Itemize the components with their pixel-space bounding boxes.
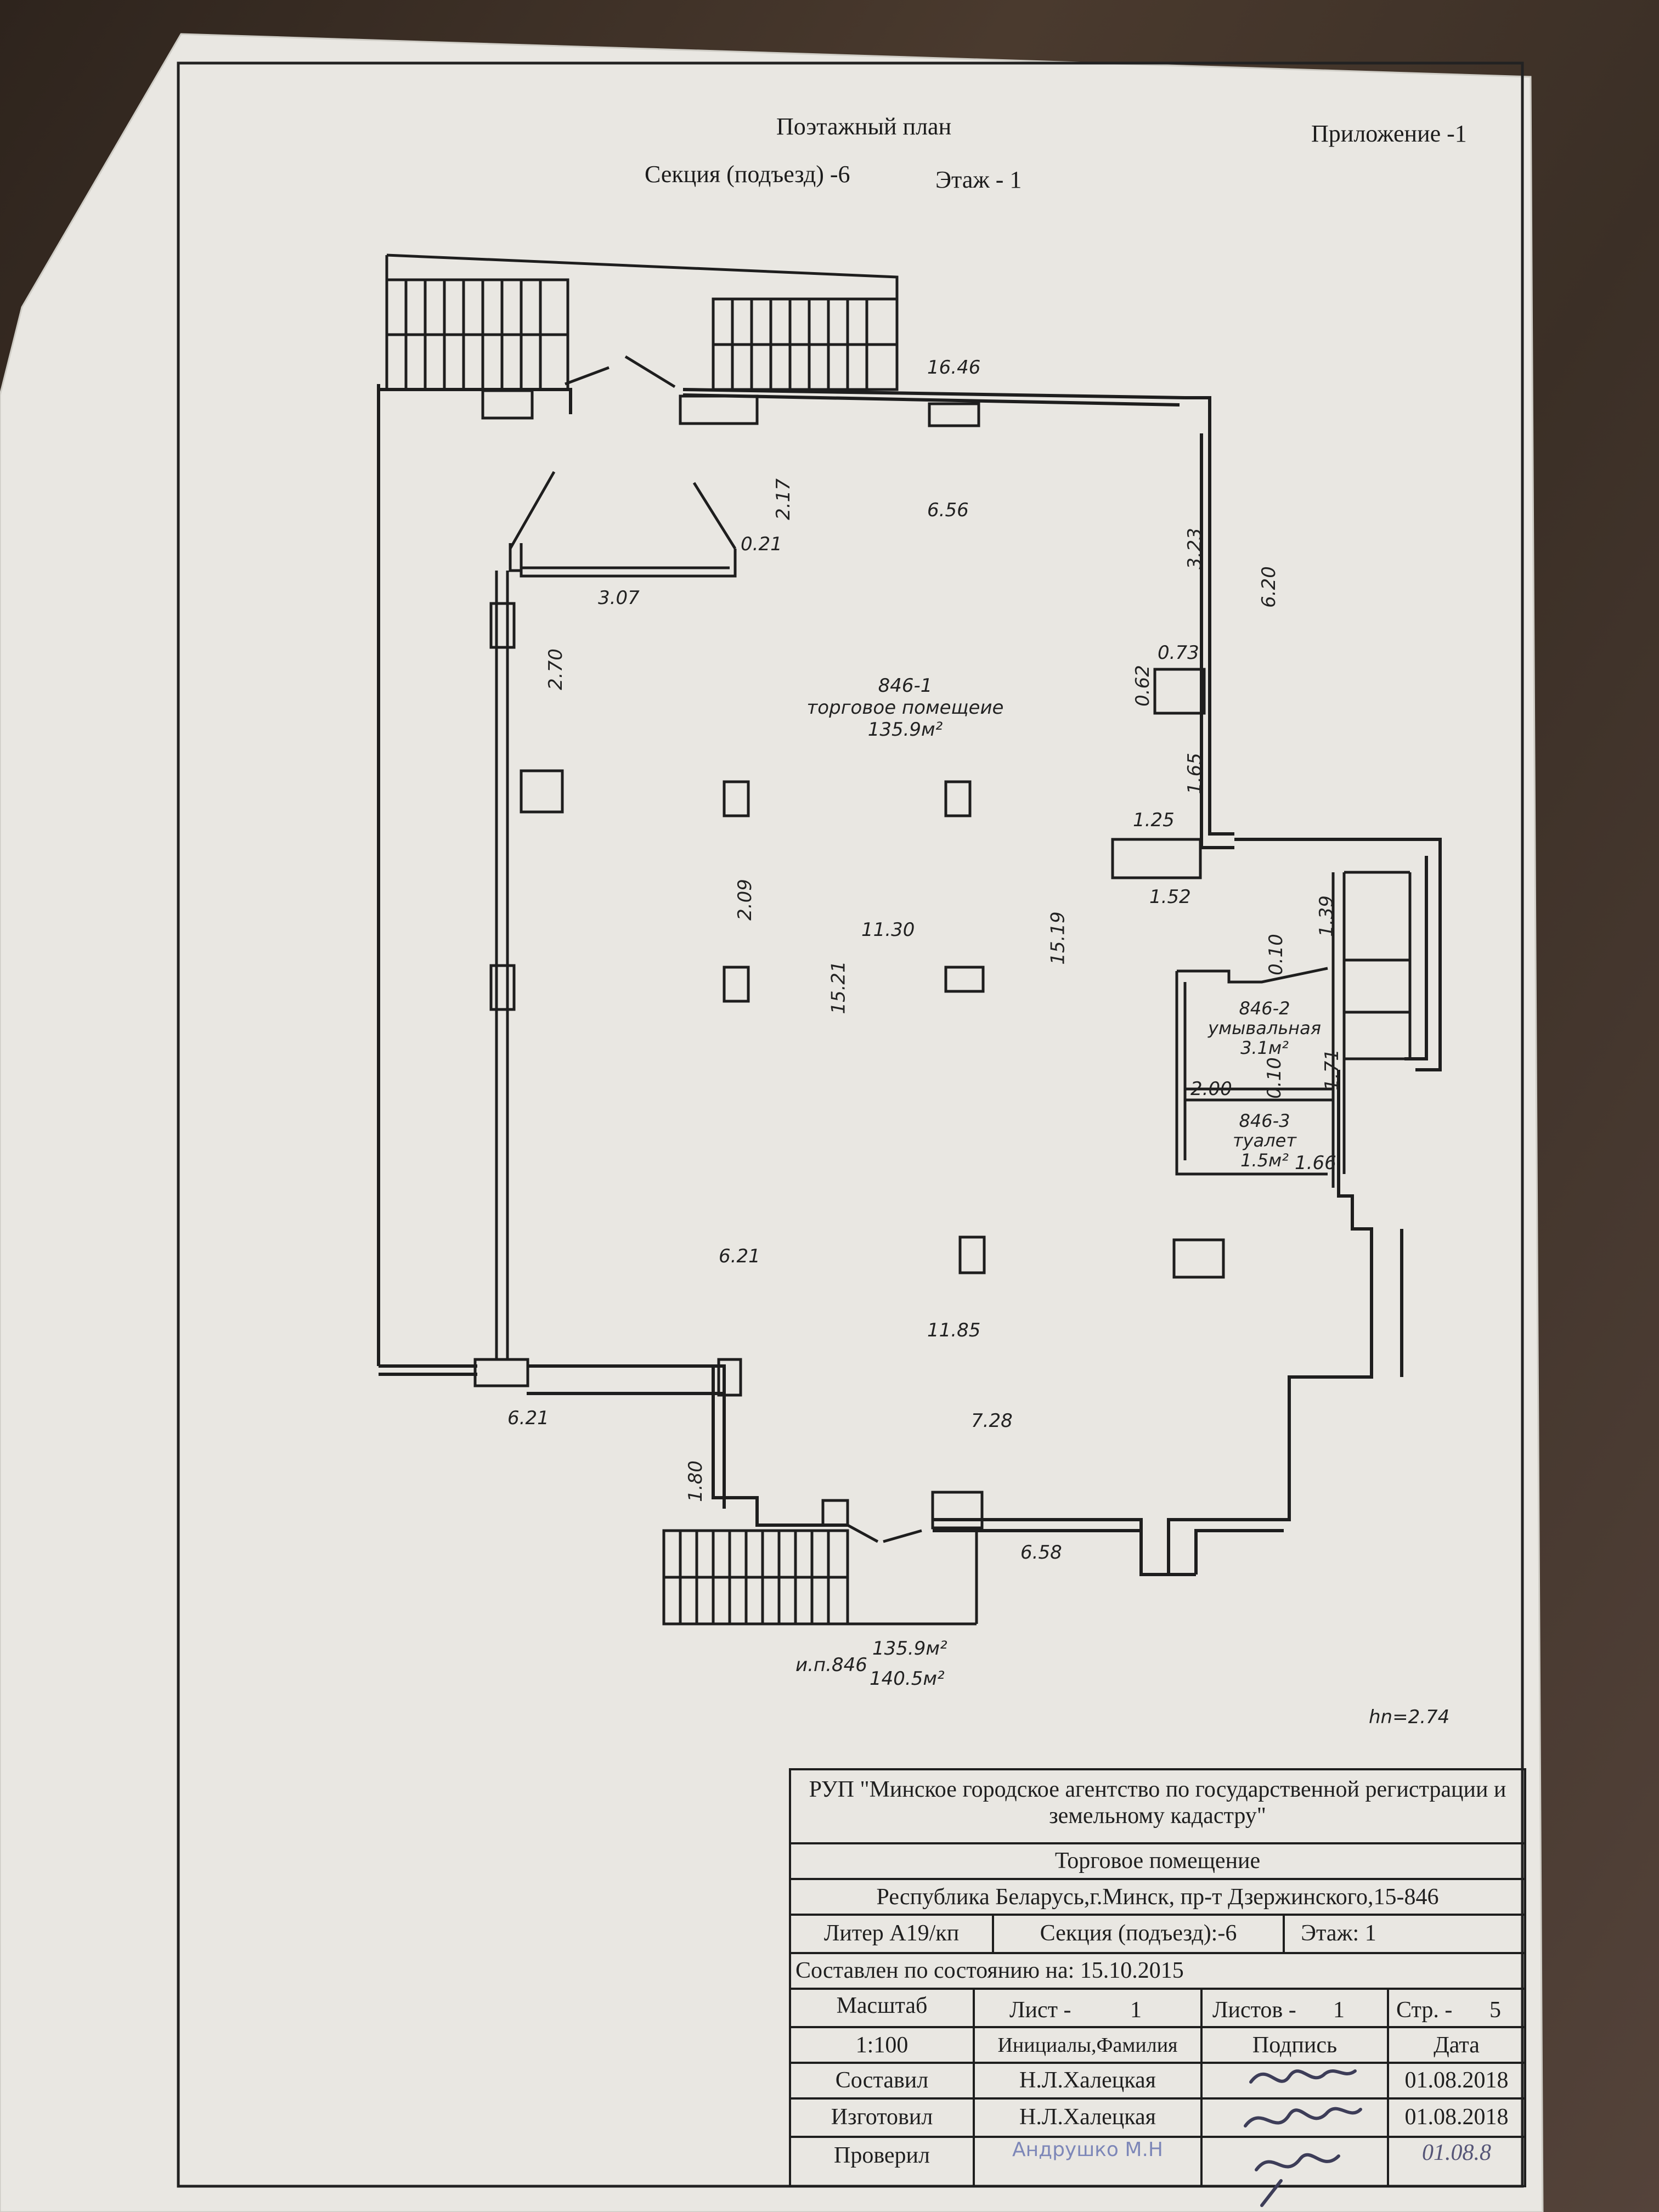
stair-top-left — [385, 278, 569, 391]
outer-walls — [377, 384, 1442, 1576]
room-846-1-code: 846-1 — [878, 675, 933, 697]
room-846-1-label: 846-1 торговое помещеие 135.9м² — [795, 675, 1015, 741]
row-compiled-date: 01.08.2018 — [1404, 2068, 1509, 2093]
dim-0-10-bottom: 0.10 — [1263, 1057, 1285, 1099]
title-block-grid — [789, 1768, 1526, 2187]
title-block-section: Секция (подъезд):-6 — [1040, 1921, 1237, 1946]
title-block-scale-value: 1:100 — [855, 2033, 909, 2058]
dim-16-46: 16.46 — [927, 357, 981, 379]
row-checked-name-stamp: Андрушко М.Н — [1012, 2138, 1163, 2161]
title-block-sheet-label: Лист - — [1009, 1997, 1071, 2023]
room-846-2-code: 846-2 — [1239, 998, 1290, 1019]
title-block-sheets-label: Листов - — [1212, 1997, 1296, 2023]
title-block-address: Республика Беларусь,г.Минск, пр-т Дзержи… — [876, 1884, 1439, 1910]
dim-15-21: 15.21 — [827, 961, 850, 1014]
row-checked-role: Проверил — [834, 2143, 930, 2168]
title-block-col-sign: Подпись — [1252, 2033, 1338, 2058]
totals-label: и.п.846 — [795, 1654, 867, 1676]
dim-0-21: 0.21 — [741, 533, 782, 555]
bottom-entrance — [662, 1523, 978, 1626]
title-block-org: РУП "Минское городское агентство по госу… — [809, 1777, 1506, 1829]
title-block-sheet-no: 1 — [1130, 1997, 1142, 2023]
dim-0-10-top: 0.10 — [1265, 934, 1287, 975]
row-made-date: 01.08.2018 — [1404, 2104, 1509, 2130]
room-846-1-name: торговое помещеие — [806, 697, 1004, 719]
columns — [473, 389, 1225, 1530]
title-block-sheets-no: 1 — [1333, 1997, 1345, 2023]
room-846-2-area: 3.1м² — [1240, 1037, 1289, 1058]
vestibule-walls — [509, 355, 737, 578]
room-846-2-name: умывальная — [1208, 1018, 1321, 1039]
row-made-name: Н.Л.Халецкая — [1019, 2104, 1156, 2130]
sanitary-block — [1175, 871, 1412, 1188]
room-846-2-label: 846-2 умывальная 3.1м² — [1199, 998, 1330, 1058]
row-checked-date: 01.08.8 — [1422, 2140, 1491, 2165]
title-block-page-label: Стр. - — [1396, 1997, 1453, 2023]
title-block-col-name: Инициалы,Фамилия — [997, 2034, 1178, 2057]
dim-6-58: 6.58 — [1020, 1542, 1062, 1564]
totals-area-1: 135.9м² — [872, 1638, 947, 1660]
dim-1-66: 1.66 — [1295, 1152, 1336, 1174]
dim-2-09: 2.09 — [733, 879, 756, 921]
title-block-object: Торговое помещение — [1054, 1848, 1261, 1874]
room-846-3-name: туалет — [1233, 1130, 1296, 1151]
stair-top-right — [712, 297, 899, 391]
dim-1-80: 1.80 — [684, 1460, 707, 1502]
row-made-role: Изготовил — [831, 2104, 933, 2130]
dim-6-56: 6.56 — [927, 499, 969, 521]
dim-6-20: 6.20 — [1257, 566, 1280, 608]
dim-11-85: 11.85 — [927, 1319, 981, 1341]
dim-11-30: 11.30 — [861, 919, 915, 941]
title-block-scale-label: Масштаб — [836, 1993, 928, 2018]
floor-label: Этаж - 1 — [935, 166, 1022, 193]
title-block-state-date: Составлен по состоянию на: 15.10.2015 — [795, 1958, 1184, 1983]
room-846-3-label: 846-3 туалет 1.5м² — [1210, 1111, 1319, 1170]
dim-3-23: 3.23 — [1183, 528, 1206, 569]
dim-7-28: 7.28 — [971, 1410, 1013, 1432]
handwritten-signatures — [1244, 2069, 1362, 2207]
row-compiled-role: Составил — [835, 2068, 929, 2093]
title-block-col-date: Дата — [1434, 2033, 1480, 2058]
dim-2-17: 2.17 — [772, 478, 794, 520]
title-block-page-no: 5 — [1489, 1997, 1501, 2023]
dim-1-25: 1.25 — [1133, 809, 1175, 831]
section-label: Секция (подъезд) -6 — [645, 161, 850, 188]
dim-2-00: 2.00 — [1190, 1078, 1232, 1100]
dim-1-52: 1.52 — [1149, 886, 1191, 908]
dim-15-19: 15.19 — [1047, 911, 1069, 965]
room-846-1-area: 135.9м² — [867, 719, 943, 741]
plan-title: Поэтажный план — [776, 113, 952, 140]
dim-6-21-inner: 6.21 — [719, 1245, 760, 1267]
row-compiled-name: Н.Л.Халецкая — [1019, 2068, 1156, 2093]
title-block-floor: Этаж: 1 — [1301, 1921, 1376, 1946]
room-846-3-area: 1.5м² — [1240, 1150, 1289, 1171]
dim-6-21-outer: 6.21 — [507, 1407, 549, 1429]
totals-area-2: 140.5м² — [870, 1668, 945, 1690]
dim-3-07: 3.07 — [598, 587, 640, 609]
dim-0-62: 0.62 — [1131, 665, 1154, 707]
dim-2-70: 2.70 — [544, 648, 567, 690]
title-block-liter: Литер А19/кп — [823, 1921, 960, 1946]
dim-0-73: 0.73 — [1158, 642, 1199, 664]
appendix-label: Приложение -1 — [1311, 120, 1467, 147]
dim-1-39: 1.39 — [1315, 895, 1338, 937]
ceiling-height: hn=2.74 — [1369, 1706, 1450, 1728]
room-846-3-code: 846-3 — [1239, 1110, 1290, 1131]
dim-1-65: 1.65 — [1183, 753, 1206, 794]
